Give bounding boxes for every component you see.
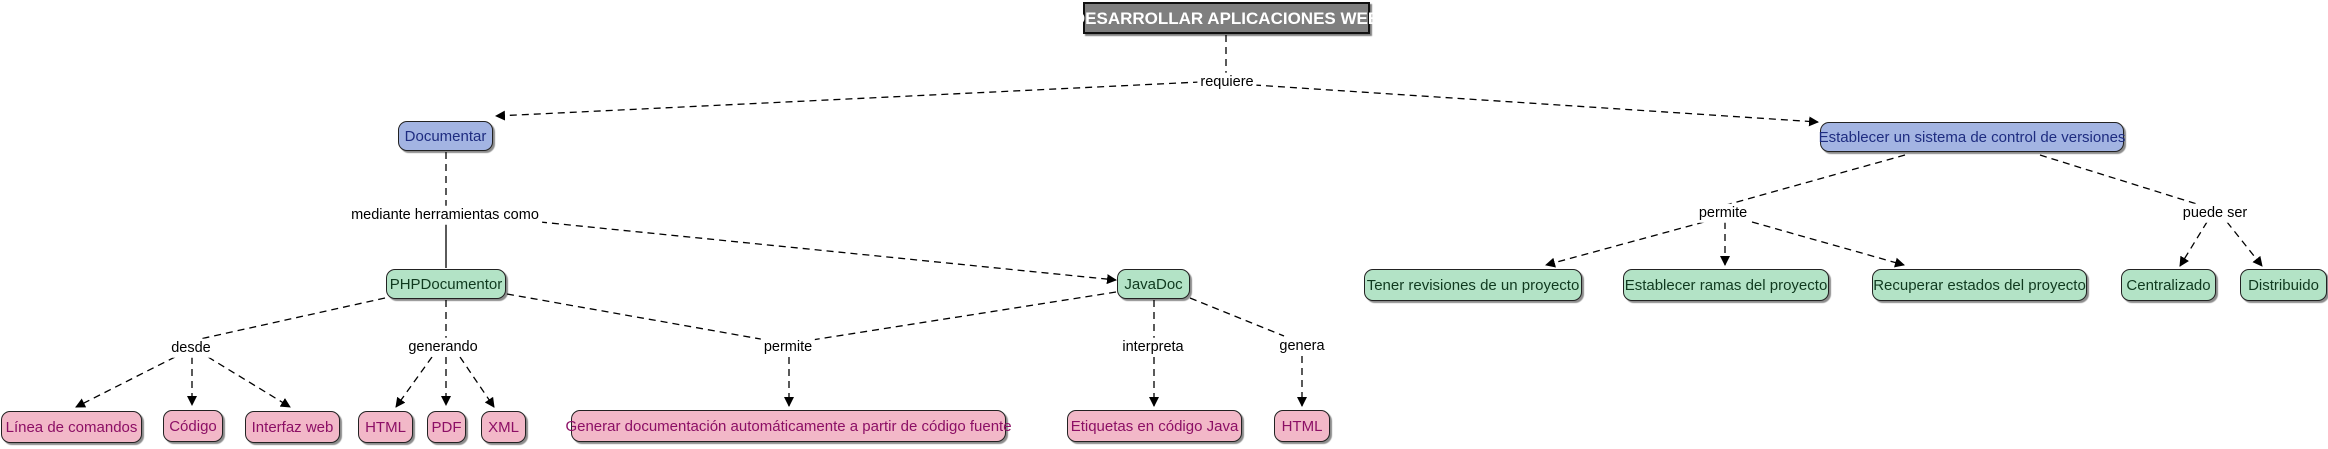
edge-permite-recuperar — [1751, 221, 1905, 268]
edge-phpdoc-permite — [506, 293, 767, 341]
node-html-java: HTML — [1274, 410, 1330, 442]
node-ramas: Establecer ramas del proyecto — [1623, 269, 1829, 301]
node-recuperar: Recuperar estados del proyecto — [1872, 269, 2087, 301]
edge-generando-html1 — [395, 356, 433, 408]
node-interfaz-web: Interfaz web — [245, 411, 340, 443]
node-distribuido: Distribuido — [2240, 269, 2327, 301]
edge-puedeser-centralizado — [2179, 221, 2208, 267]
link-label-permite-vcs: permite — [1695, 203, 1751, 223]
root-node: DESARROLLAR APLICACIONES WEB — [1073, 2, 1380, 34]
link-label-mediante: mediante herramientas como — [348, 205, 542, 225]
link-label-interpreta: interpreta — [1119, 337, 1187, 357]
link-label-generando: generando — [405, 337, 481, 357]
edge-phpdoc-desde — [199, 297, 386, 340]
edge-requiere-vcs — [1253, 84, 1819, 127]
node-centralizado: Centralizado — [2121, 269, 2216, 301]
node-pdf: PDF — [427, 411, 466, 443]
edge-generando-xml — [459, 356, 495, 408]
node-etiquetas-java: Etiquetas en código Java — [1067, 410, 1242, 442]
link-label-permite-doc: permite — [760, 337, 816, 357]
edge-vcs-puedeser — [2039, 154, 2201, 206]
edge-puedeser-distribuido — [2226, 221, 2263, 267]
edge-javadoc-permite — [811, 291, 1117, 341]
link-label-genera: genera — [1276, 336, 1328, 356]
node-phpdocumentor: PHPDocumentor — [386, 269, 506, 299]
link-label-desde: desde — [168, 338, 214, 358]
link-label-puede-ser: puede ser — [2179, 203, 2251, 223]
node-control-versiones: Establecer un sistema de control de vers… — [1819, 122, 2125, 152]
edge-vcs-permite — [1725, 154, 1906, 206]
node-revisiones: Tener revisiones de un proyecto — [1364, 269, 1582, 301]
node-linea-comandos: Línea de comandos — [1, 411, 142, 443]
edge-permite-revisiones — [1545, 221, 1705, 268]
edge-desde-interfaz — [207, 356, 291, 408]
node-generar-documentacion: Generar documentación automáticamente a … — [565, 410, 1012, 442]
edge-requiere-documentar — [495, 81, 1201, 121]
node-html-php: HTML — [358, 411, 413, 443]
edge-mediante-javadoc — [539, 221, 1117, 285]
node-documentar: Documentar — [398, 121, 493, 151]
edge-desde-linea — [75, 356, 176, 408]
edge-javadoc-genera — [1189, 297, 1285, 337]
link-label-requiere: requiere — [1197, 72, 1257, 92]
node-xml: XML — [481, 411, 526, 443]
node-javadoc: JavaDoc — [1117, 269, 1190, 299]
node-codigo: Código — [163, 410, 223, 442]
